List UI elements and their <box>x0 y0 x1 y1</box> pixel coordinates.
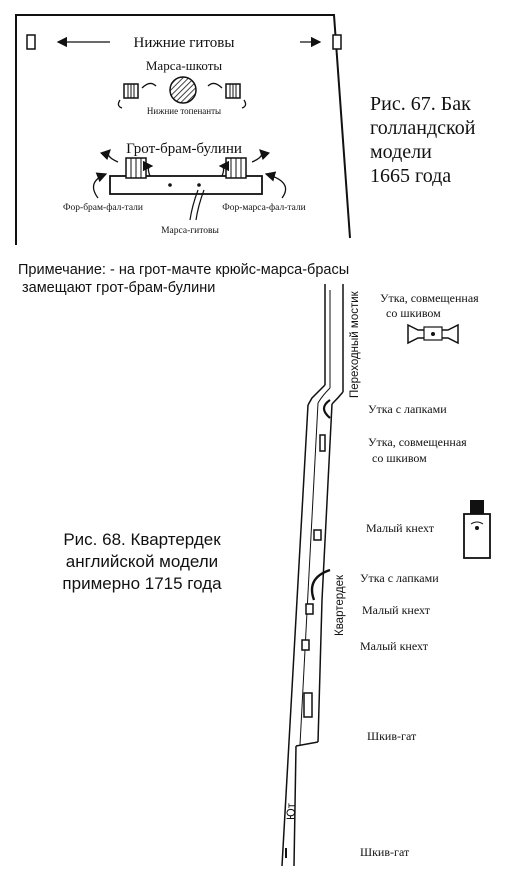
corner-block-right <box>332 34 342 50</box>
topsail-sheet-curve-left <box>141 82 157 89</box>
caption-fig67-line1: Рис. 67. Бак <box>370 93 471 115</box>
cleat-with-sheave-on-deck <box>319 434 326 452</box>
caption-fig67-line3: модели <box>370 141 432 163</box>
note-line2: замещают грот-брам-булини <box>22 280 215 296</box>
label-utka-shkiv-2-line1: Утка, совмещенная <box>368 435 467 449</box>
mast-circle <box>169 76 197 104</box>
bowline-arrow-left-inner <box>142 160 154 177</box>
lift-curve-right <box>241 99 247 109</box>
label-for-bram-fal-tali: Фор-брам-фал-тали <box>63 202 143 213</box>
label-for-marsa-fal-tali: Фор-марса-фал-тали <box>222 202 306 213</box>
label-utka-shkiv-2-line2: со шкивом <box>372 451 427 465</box>
label-utka-lapki-2: Утка с лапками <box>360 571 439 585</box>
halyard-arrow-left <box>92 172 108 199</box>
note-line1: Примечание: - на грот-мачте крюйс-марса-… <box>18 262 349 278</box>
figure-67-drawing <box>15 14 351 245</box>
label-maly-knekht-3: Малый кнехт <box>360 639 429 653</box>
buntline-line-1 <box>189 189 199 221</box>
label-marsa-shkoty: Марса-шкоты <box>146 58 223 73</box>
label-utka-shkiv-1-line2: со шкивом <box>386 306 441 320</box>
figure-68-drawing <box>281 284 491 867</box>
rail-bitt-right <box>225 157 247 179</box>
small-bitt-on-deck-3 <box>301 639 310 651</box>
bitt-block-left <box>123 83 139 99</box>
label-grot-bram-bulini: Грот-брам-булини <box>126 141 242 157</box>
label-maly-knekht-2: Малый кнехт <box>362 603 431 617</box>
caption-fig68-line1: Рис. 68. Квартердек <box>63 530 221 549</box>
small-bitt-icon <box>463 500 491 559</box>
rail-bitt-left <box>125 157 147 179</box>
rail-hole-right <box>197 183 201 187</box>
rail-hole-left <box>168 183 172 187</box>
cleat-with-claws-lower <box>310 568 331 601</box>
caption-fig68-line3: примерно 1715 года <box>62 574 222 593</box>
label-yut: Ют <box>286 802 298 820</box>
cleat-with-claws-upper <box>322 399 331 419</box>
label-nizhnie-topenanty: Нижние топенанты <box>147 106 221 116</box>
topsail-sheet-curve-right <box>207 82 223 89</box>
bow-deck-outline <box>15 14 351 245</box>
small-bitt-on-deck-2 <box>305 603 314 615</box>
label-kvarterdek: Квартердек <box>334 574 346 636</box>
label-shkiv-gat-1: Шкив-гат <box>367 729 417 743</box>
label-utka-lapki-1: Утка с лапками <box>368 402 447 416</box>
label-marsa-gitovy: Марса-гитовы <box>161 226 219 236</box>
caption-fig67-line2: голландской <box>370 117 476 139</box>
label-perekhodny-mostik: Переходный мостик <box>349 290 361 398</box>
label-utka-shkiv-1-line1: Утка, совмещенная <box>380 291 479 305</box>
label-shkiv-gat-2: Шкив-гат <box>360 845 410 859</box>
caption-fig67-line4: 1665 года <box>370 165 451 187</box>
bowline-arrow-right-inner <box>218 160 230 177</box>
halyard-arrow-right <box>264 171 287 199</box>
lift-curve-left <box>117 99 123 109</box>
buntline-line-2 <box>195 189 205 221</box>
cleat-with-sheave-icon-1 <box>407 323 459 345</box>
label-maly-knekht-1: Малый кнехт <box>366 521 435 535</box>
bowline-arrow-left-top <box>99 149 119 163</box>
caption-fig68-line2: английской модели <box>66 552 218 571</box>
bowline-arrow-right-top <box>251 149 271 163</box>
corner-block-left <box>26 34 36 50</box>
label-nizhnie-gitovy: Нижние гитовы <box>134 35 235 51</box>
fife-rail <box>109 175 263 195</box>
sheave-slot-on-deck <box>303 692 313 718</box>
small-bitt-on-deck-1 <box>313 529 322 541</box>
bitt-block-right <box>225 83 241 99</box>
